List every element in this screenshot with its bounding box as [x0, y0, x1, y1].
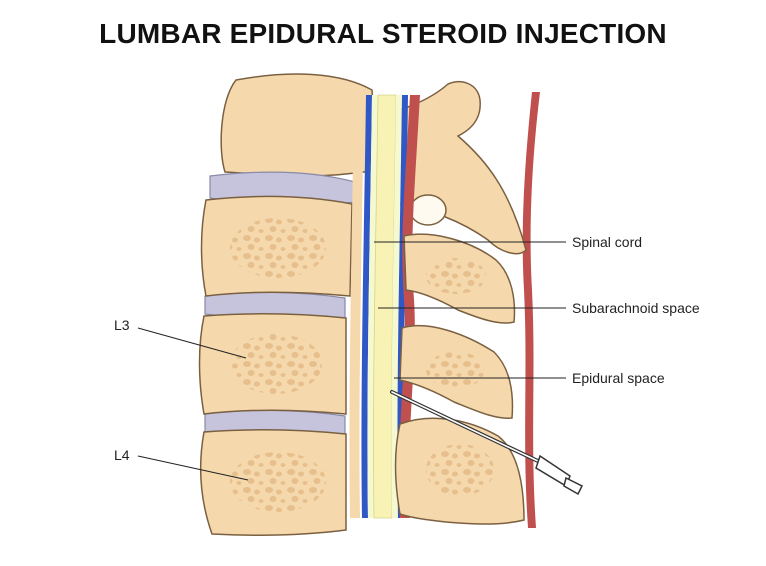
leader-l3 [137, 327, 247, 359]
posterior-ligament [522, 92, 540, 528]
dura-left [361, 95, 372, 518]
spinous-process-1 [403, 233, 516, 324]
label-l4: L4 [114, 447, 130, 463]
vertebra-body-l4 [199, 429, 347, 536]
subarachnoid-right [391, 95, 402, 518]
label-l3: L3 [114, 317, 130, 333]
vertebra-body-l3 [198, 313, 347, 415]
ligamentum-flavum [399, 95, 420, 518]
label-subarachnoid-space: Subarachnoid space [572, 300, 700, 316]
vertebra-body-1 [200, 195, 353, 297]
subarachnoid-left [367, 95, 378, 518]
label-spinal-cord: Spinal cord [572, 234, 642, 250]
spinous-process-2 [399, 324, 514, 419]
spinous-process-3 [394, 417, 525, 525]
leader-l4 [137, 455, 249, 481]
vertebra-top-body [220, 73, 379, 177]
facet-joint [409, 194, 447, 226]
injection-needle [390, 390, 584, 496]
diagram-title: LUMBAR EPIDURAL STEROID INJECTION [99, 18, 667, 49]
epidural-fat-left [349, 95, 364, 518]
label-epidural-space: Epidural space [572, 370, 665, 386]
